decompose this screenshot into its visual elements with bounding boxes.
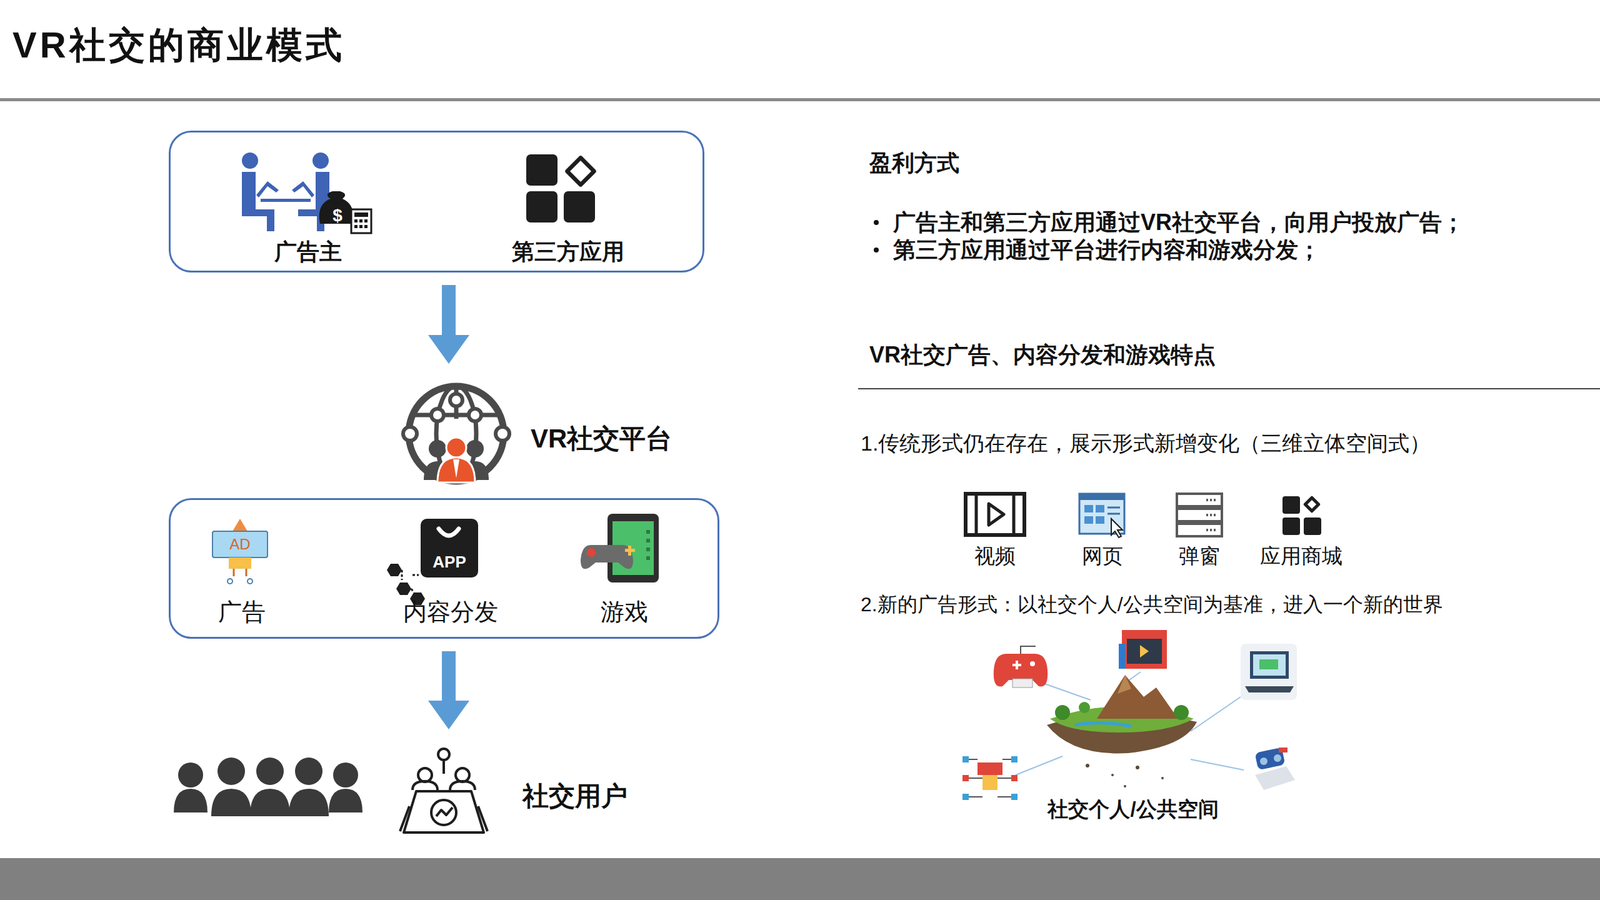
meeting-icon bbox=[400, 748, 488, 833]
icon-caption: 应用商城 bbox=[1260, 543, 1343, 569]
gamepad-icon bbox=[993, 646, 1048, 688]
icon-glyph: AD bbox=[229, 535, 250, 554]
point-text: 1.传统形式仍在存在，展示形式新增变化（三维立体空间式） bbox=[860, 430, 1431, 457]
node-label: 社交用户 bbox=[522, 780, 628, 812]
laptop-icon bbox=[1240, 643, 1297, 700]
header-rule bbox=[0, 98, 1600, 102]
node-label: 广告 bbox=[218, 598, 266, 627]
leader-lines bbox=[1015, 671, 1244, 775]
ad-billboard-icon bbox=[212, 518, 268, 584]
video-window-icon bbox=[1118, 630, 1167, 669]
app-grid-icon bbox=[526, 153, 599, 223]
app-bag-icon bbox=[386, 518, 479, 605]
advertiser-icon bbox=[241, 152, 372, 234]
users-node: 社交用户 bbox=[173, 753, 649, 832]
users-crowd-icon bbox=[173, 757, 363, 817]
bullet-dot bbox=[873, 247, 879, 253]
globe-network-icon bbox=[403, 386, 510, 483]
vr-headset-icon bbox=[1255, 747, 1295, 790]
node-label: 游戏 bbox=[600, 598, 649, 627]
popup-icon bbox=[1176, 493, 1222, 537]
point-text: 2.新的广告形式：以社交个人/公共空间为基准，进入一个新的世界 bbox=[860, 592, 1444, 617]
circuit-icon bbox=[962, 756, 1018, 800]
video-icon bbox=[965, 493, 1025, 535]
bullet-dot bbox=[873, 220, 879, 225]
source-group-box: 广告主 第三方应用 bbox=[168, 130, 705, 273]
icon-caption: 视频 bbox=[974, 543, 1016, 569]
section-heading: VR社交广告、内容分发和游戏特点 bbox=[869, 341, 1216, 369]
icon-glyph: $ bbox=[332, 205, 343, 227]
bullet-text: 第三方应用通过平台进行内容和游戏分发； bbox=[893, 236, 1321, 264]
node-label: 内容分发 bbox=[403, 598, 499, 627]
app-store-icon bbox=[1282, 494, 1322, 535]
icon-glyph: APP bbox=[432, 552, 466, 572]
flow-arrow bbox=[428, 651, 470, 730]
illustration-caption: 社交个人/公共空间 bbox=[1047, 796, 1219, 822]
flow-arrow bbox=[428, 285, 470, 364]
footer-band bbox=[0, 858, 1600, 900]
section-rule bbox=[858, 388, 1600, 390]
webpage-icon bbox=[1079, 493, 1125, 538]
icon-caption: 弹窗 bbox=[1178, 543, 1220, 569]
node-label: VR社交平台 bbox=[530, 423, 672, 455]
page-title: VR社交的商业模式 bbox=[12, 23, 345, 67]
node-label: 第三方应用 bbox=[511, 238, 625, 265]
floating-island bbox=[1046, 675, 1197, 788]
game-phone-icon bbox=[580, 513, 659, 583]
bullet-text: 广告主和第三方应用通过VR社交平台，向用户投放广告； bbox=[893, 208, 1465, 236]
section-heading: 盈利方式 bbox=[869, 149, 960, 177]
node-label: 广告主 bbox=[274, 238, 342, 265]
icon-caption: 网页 bbox=[1081, 543, 1124, 569]
platform-node: VR社交平台 bbox=[400, 382, 681, 486]
